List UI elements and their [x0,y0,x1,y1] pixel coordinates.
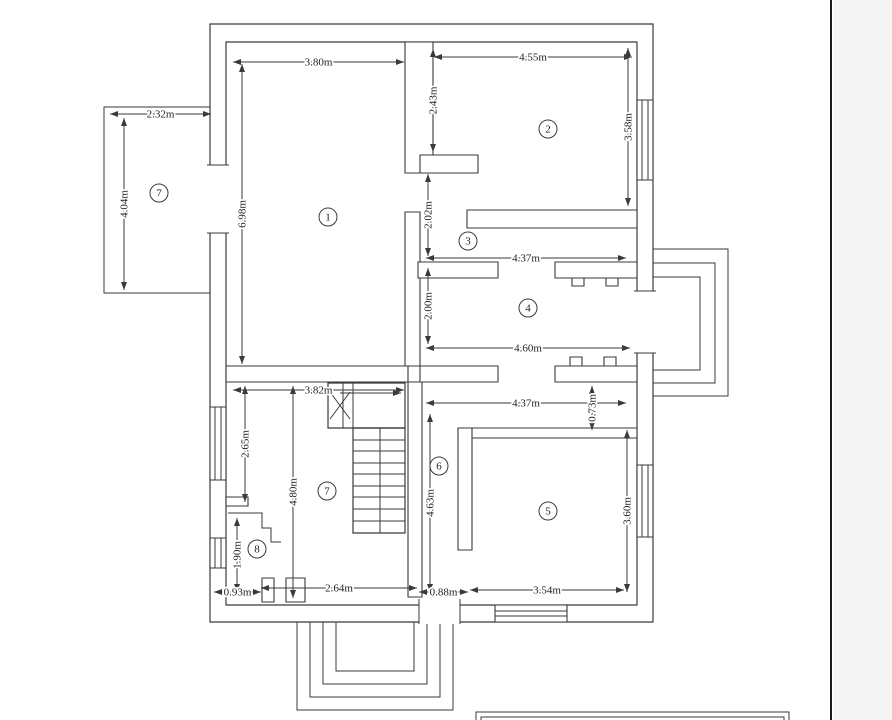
dimension-6.98m: 6.98m [235,64,250,364]
window-left-upper [210,407,226,480]
dimension-label: 4.55m [519,52,547,64]
dimension-label: 3.54m [533,585,561,597]
dimension-2.43m: 2.43m [426,49,441,152]
room-label-7: 7 [150,184,168,202]
dimension-label: 0.93m [224,587,252,599]
room-number: 7 [324,486,330,498]
dimension-2.32m: 2.32m [110,107,211,122]
dimension-label: 3.60m [622,497,634,525]
entry-steps [297,622,453,710]
dimension-label: 2.32m [147,109,175,121]
window-bottom-room5 [495,605,567,622]
page-margin-strip [833,0,892,720]
dimension-label: 1.90m [232,541,244,569]
room-label-2: 2 [539,120,557,138]
dimension-2.02m: 2.02m [421,174,436,256]
room-number: 6 [436,461,442,473]
dimension-label: 0.73m [587,394,599,422]
room-label-4: 4 [519,299,537,317]
dimension-3.82m: 3.82m [233,383,404,398]
dimension-label: 3.82m [305,385,333,397]
room-number: 2 [545,124,551,136]
room-number-circle [248,540,266,558]
room-number-circle [319,208,337,226]
dimension-1.90m: 1.90m [230,518,245,592]
room-number: 7 [156,188,162,200]
room-number-circle [318,482,336,500]
dimension-label: 2.00m [423,292,435,320]
porch-steps [653,249,728,396]
dimension-2.65m: 2.65m [238,386,253,502]
dimension-4.80m: 4.80m [286,386,301,598]
staircase [328,383,405,533]
dimension-label: 3.58m [623,113,635,141]
stair-direction-arrow [330,390,401,419]
dimension-4.63m: 4.63m [423,414,438,592]
stair-treads [353,440,405,521]
dimension-label: 2.02m [423,201,435,229]
room-label-7: 7 [318,482,336,500]
dimension-label: 2.64m [325,583,353,595]
dimension-label: 0.88m [430,587,458,599]
room-label-3: 3 [459,232,477,250]
room-label-1: 1 [319,208,337,226]
room-number-circle [539,120,557,138]
page-edge-line [830,0,832,720]
room-number-circle [539,502,557,520]
dimension-label: 4.63m [425,489,437,517]
dimension-label: 4.80m [288,478,300,506]
room-number-labels: 1 2 3 4 5 6 7 7 8 [150,120,557,558]
dimension-0.93m: 0.93m [214,585,261,600]
dimension-4.55m: 4.55m [434,50,632,65]
door-openings [207,165,656,624]
dimension-4.60m: 4.60m [426,341,630,356]
dimension-label: 3.80m [305,57,333,69]
dimension-label: 4.37m [512,398,540,410]
room-number: 4 [525,303,531,315]
dimension-4.37m: 4.37m [426,251,626,266]
dimension-4.37m: 4.37m [426,396,626,411]
room-number-circle [430,457,448,475]
dimension-label: 4.04m [119,190,131,218]
dimension-annotations: 3.80m 4.55m 2.32m 4.04m 6.98m 2.43m 3.58m 2.02m… [110,48,636,600]
dimension-label: 2.43m [428,86,440,114]
room-number-circle [150,184,168,202]
dimension-label: 6.98m [237,200,249,228]
room-number: 5 [545,506,551,518]
room-number: 3 [465,236,471,248]
room-number-circle [519,299,537,317]
dimension-2.00m: 2.00m [421,268,436,344]
dimension-3.54m: 3.54m [470,583,624,598]
room-number: 1 [325,212,331,224]
dimension-3.58m: 3.58m [621,48,636,206]
room-label-5: 5 [539,502,557,520]
lower-structure-outline [476,712,789,720]
dimension-3.80m: 3.80m [233,55,404,70]
dimension-label: 4.37m [512,253,540,265]
dimension-2.64m: 2.64m [261,581,417,596]
window-right-room5 [637,465,653,537]
window-left-lower [210,538,226,568]
room-label-6: 6 [430,457,448,475]
dimension-4.04m: 4.04m [117,118,132,290]
dimension-3.60m: 3.60m [620,430,635,592]
interior-walls [226,42,637,602]
dimension-label: 2.65m [240,430,252,458]
dimension-0.88m: 0.88m [419,585,468,600]
windows [210,100,653,622]
room-number: 8 [254,544,260,556]
balcony-outline [104,107,210,293]
room-label-8: 8 [248,540,266,558]
dimension-label: 4.60m [514,343,542,355]
room-number-circle [459,232,477,250]
dimension-0.73m: 0.73m [585,386,600,430]
window-right-room2 [637,100,653,180]
